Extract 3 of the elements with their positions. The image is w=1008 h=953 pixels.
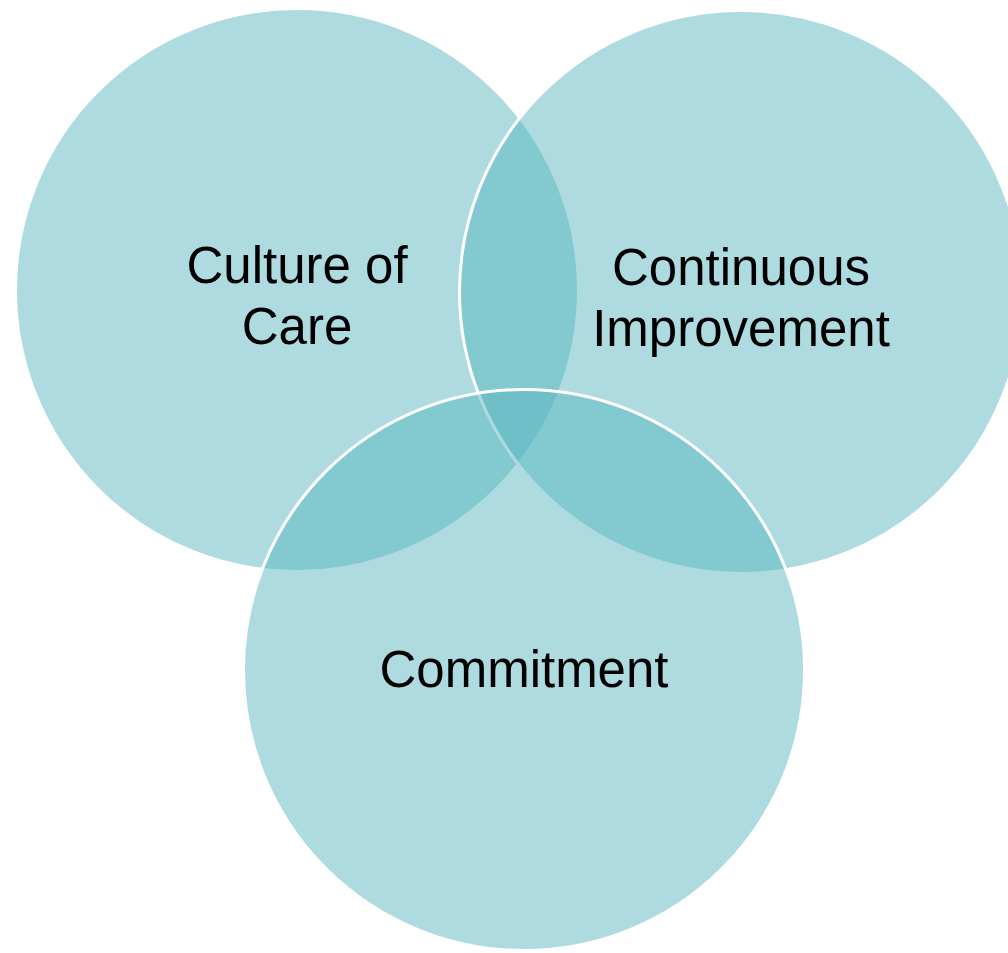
- circle-label: Culture of Care: [185, 235, 409, 357]
- circle-label: Commitment: [378, 640, 670, 701]
- circle-label: Continuous Improvement: [591, 237, 891, 359]
